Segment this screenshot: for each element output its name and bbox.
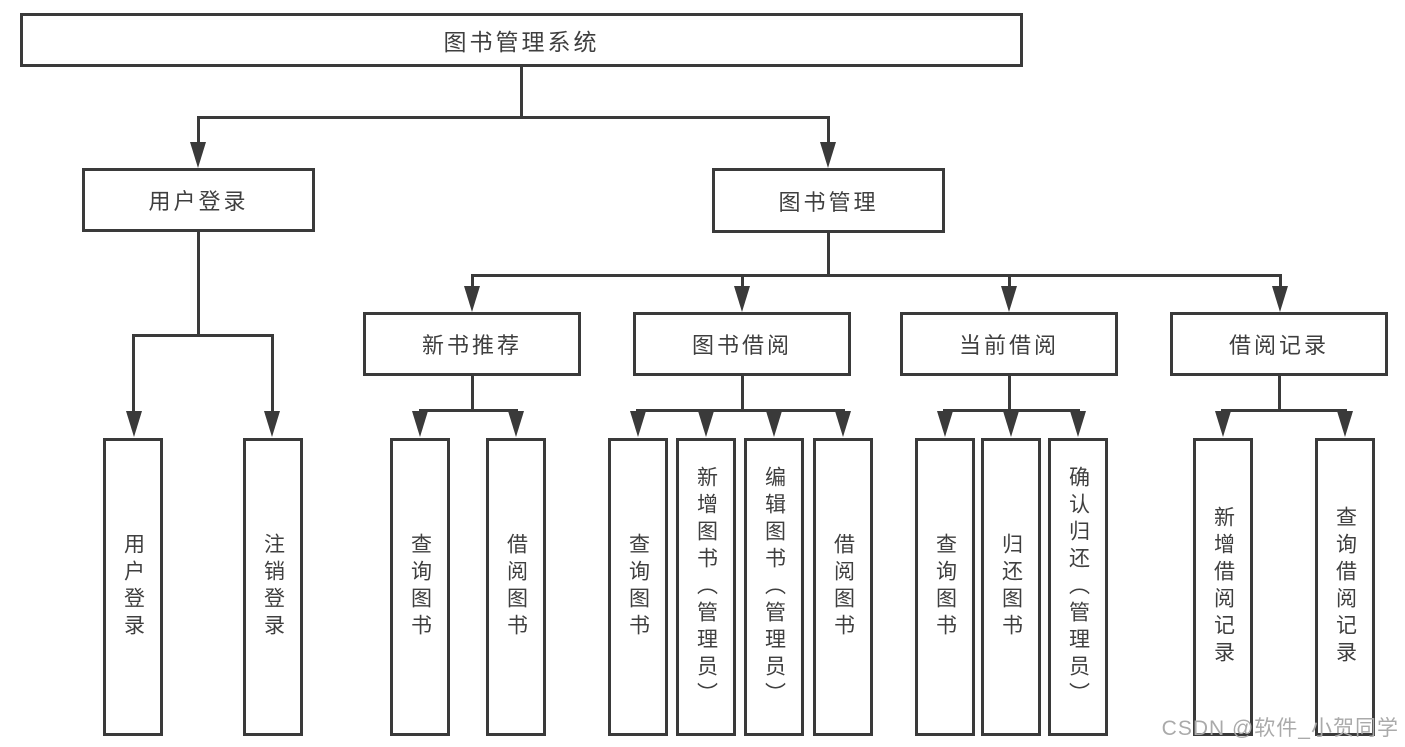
leaf-edit-books-admin-label: 编辑图书（管理员） [762,465,786,709]
node-new-book-recommend-label: 新书推荐 [421,333,522,358]
connector-line [197,232,200,336]
node-library-system-label: 图书管理系统 [443,29,600,55]
connector-line [741,274,744,288]
arrow-down-icon [190,142,206,168]
connector-line [943,409,1080,412]
arrow-down-icon [698,411,714,437]
leaf-query-books-recommend: 查询图书 [390,438,450,736]
leaf-add-books-admin: 新增图书（管理员） [676,438,736,736]
leaf-query-books-borrowing-label: 查询图书 [626,533,650,641]
leaf-query-books-recommend-label: 查询图书 [408,533,432,641]
csdn-watermark: CSDN @软件_小贺同学 [1161,717,1399,740]
arrow-down-icon [464,286,480,312]
leaf-user-login-label: 用户登录 [121,533,145,641]
leaf-query-borrow-record-label: 查询借阅记录 [1333,506,1357,668]
connector-line [132,334,274,337]
arrow-down-icon [264,411,280,437]
leaf-borrow-books-label: 借阅图书 [831,533,855,641]
node-borrow-records: 借阅记录 [1170,312,1388,376]
connector-line [1008,274,1011,288]
node-user-login: 用户登录 [82,168,315,232]
connector-line [1221,409,1347,412]
leaf-borrow-books: 借阅图书 [813,438,873,736]
leaf-return-books-label: 归还图书 [999,533,1023,641]
leaf-query-books-borrowing: 查询图书 [608,438,668,736]
connector-line [132,334,135,413]
leaf-query-books-current-label: 查询图书 [933,533,957,641]
leaf-query-books-current: 查询图书 [915,438,975,736]
arrow-down-icon [1215,411,1231,437]
arrow-down-icon [766,411,782,437]
connector-line [419,409,518,412]
leaf-user-login: 用户登录 [103,438,163,736]
leaf-confirm-return-admin-label: 确认归还（管理员） [1066,465,1090,709]
leaf-add-books-admin-label: 新增图书（管理员） [694,465,718,709]
arrow-down-icon [835,411,851,437]
arrow-down-icon [126,411,142,437]
connector-line [827,116,830,146]
leaf-confirm-return-admin: 确认归还（管理员） [1048,438,1108,736]
node-book-management-label: 图书管理 [778,189,879,215]
node-book-borrowing: 图书借阅 [633,312,851,376]
connector-line [471,274,1282,277]
arrow-down-icon [630,411,646,437]
leaf-logout: 注销登录 [243,438,303,736]
connector-line [471,376,474,412]
node-book-borrowing-label: 图书借阅 [691,333,792,358]
connector-line [827,233,830,277]
node-new-book-recommend: 新书推荐 [363,312,581,376]
connector-line [1278,376,1281,412]
connector-line [197,116,200,146]
arrow-down-icon [412,411,428,437]
arrow-down-icon [1070,411,1086,437]
leaf-borrow-books-recommend: 借阅图书 [486,438,546,736]
leaf-borrow-books-recommend-label: 借阅图书 [504,533,528,641]
arrow-down-icon [1003,411,1019,437]
connector-line [741,376,744,412]
leaf-query-borrow-record: 查询借阅记录 [1315,438,1375,736]
arrow-down-icon [1337,411,1353,437]
leaf-return-books: 归还图书 [981,438,1041,736]
node-library-system: 图书管理系统 [20,13,1023,67]
leaf-add-borrow-record-label: 新增借阅记录 [1211,506,1235,668]
connector-line [197,116,830,119]
arrow-down-icon [1272,286,1288,312]
node-current-borrowing: 当前借阅 [900,312,1118,376]
node-current-borrowing-label: 当前借阅 [958,333,1059,358]
arrow-down-icon [508,411,524,437]
node-borrow-records-label: 借阅记录 [1228,333,1329,358]
connector-line [271,334,274,413]
arrow-down-icon [734,286,750,312]
connector-line [1008,376,1011,412]
connector-line [636,409,845,412]
leaf-edit-books-admin: 编辑图书（管理员） [744,438,804,736]
node-book-management: 图书管理 [712,168,945,233]
leaf-add-borrow-record: 新增借阅记录 [1193,438,1253,736]
arrow-down-icon [1001,286,1017,312]
arrow-down-icon [820,142,836,168]
connector-line [1279,274,1282,288]
leaf-logout-label: 注销登录 [261,533,285,641]
node-user-login-label: 用户登录 [148,189,249,214]
arrow-down-icon [937,411,953,437]
connector-line [471,274,474,288]
connector-line [520,67,523,118]
